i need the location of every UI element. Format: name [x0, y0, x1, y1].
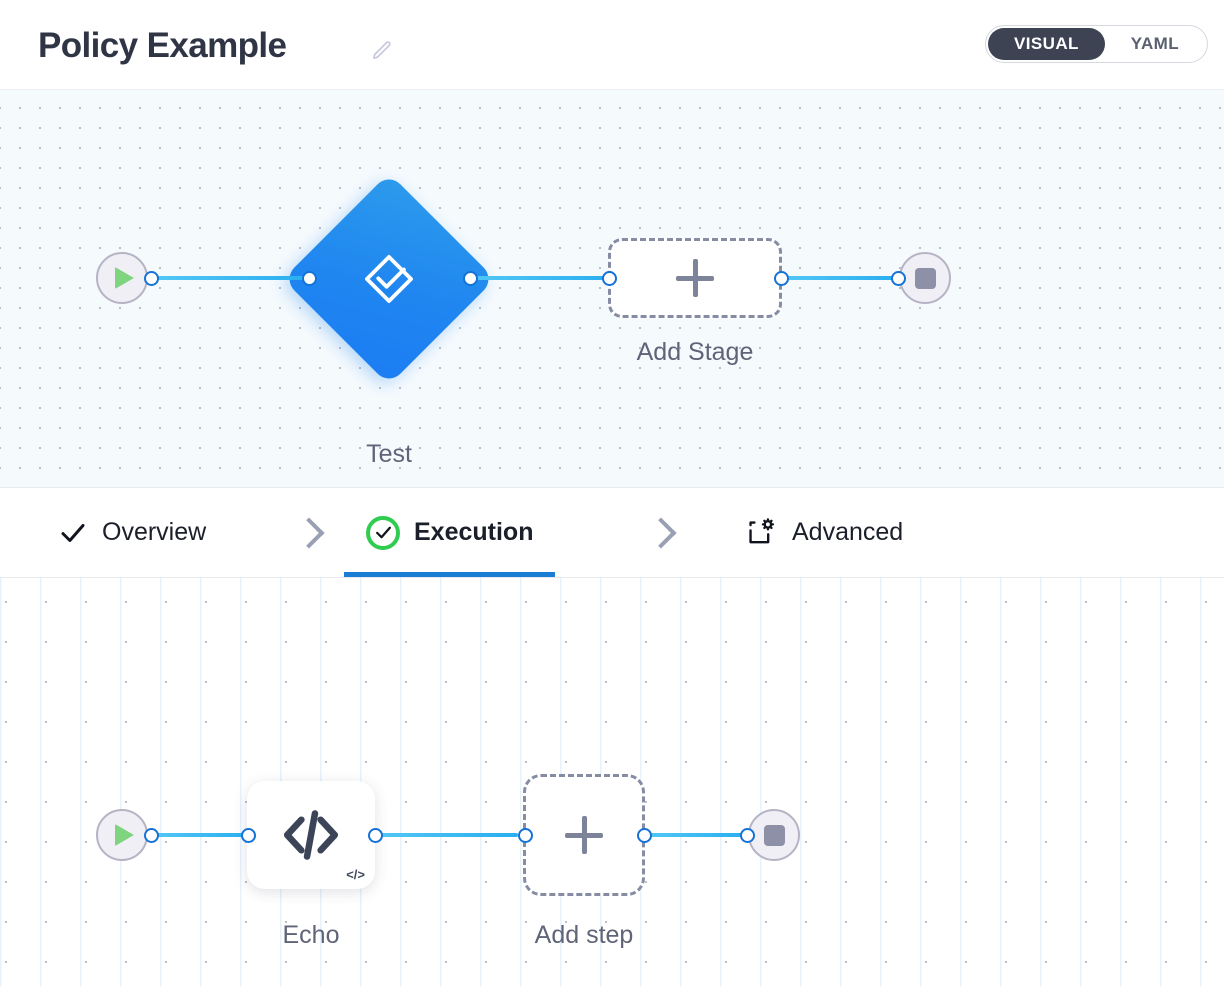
edge-addstage-to-end — [782, 276, 899, 280]
tab-advanced-label: Advanced — [792, 518, 904, 546]
pencil-icon[interactable] — [366, 36, 396, 66]
play-icon — [96, 809, 148, 861]
connector-handle[interactable] — [740, 828, 755, 843]
plus-icon — [565, 816, 603, 854]
edge-test-to-addstage — [471, 276, 613, 280]
step-start-node[interactable] — [96, 809, 148, 861]
connector-handle[interactable] — [518, 828, 533, 843]
edge-addstep-to-end — [645, 833, 748, 837]
tab-advanced[interactable]: Advanced — [722, 488, 925, 577]
page-header: Policy Example VISUAL YAML — [0, 0, 1224, 90]
tab-execution[interactable]: Execution — [344, 488, 556, 577]
stage-end-node[interactable] — [899, 252, 951, 304]
add-stage-label: Add Stage — [636, 338, 754, 366]
connector-handle[interactable] — [774, 271, 789, 286]
add-step-label: Add step — [534, 921, 634, 949]
step-canvas[interactable]: </> Echo Add step — [0, 578, 1224, 986]
stop-square — [763, 824, 785, 846]
connector-handle[interactable] — [302, 271, 317, 286]
stage-node-label: Test — [366, 440, 412, 468]
stop-icon — [748, 809, 800, 861]
edge-start-to-test — [152, 276, 312, 280]
step-node-label: Echo — [282, 921, 340, 949]
code-badge-icon: </> — [346, 867, 365, 882]
view-mode-toggle[interactable]: VISUAL YAML — [985, 25, 1208, 63]
stage-start-node[interactable] — [96, 252, 148, 304]
edge-start-to-echo — [152, 833, 250, 837]
square-gear-icon — [744, 516, 778, 550]
section-tab-bar: Overview Execution Advanced — [0, 488, 1224, 578]
step-node-echo[interactable]: </> — [247, 781, 375, 889]
check-icon — [58, 518, 88, 548]
plus-icon — [676, 259, 714, 297]
chevron-right-icon — [293, 517, 325, 549]
stage-canvas[interactable]: Test Add Stage — [0, 90, 1224, 488]
connector-handle[interactable] — [144, 271, 159, 286]
connector-handle[interactable] — [602, 271, 617, 286]
tab-overview-label: Overview — [102, 518, 207, 546]
add-step-button[interactable] — [523, 774, 645, 896]
stop-icon — [899, 252, 951, 304]
connector-handle[interactable] — [891, 271, 906, 286]
stop-square — [914, 267, 936, 289]
connector-handle[interactable] — [241, 828, 256, 843]
check-circle-icon — [366, 515, 400, 550]
connector-handle[interactable] — [144, 828, 159, 843]
tab-execution-label: Execution — [414, 518, 534, 546]
code-icon — [277, 801, 345, 869]
toggle-option-yaml[interactable]: YAML — [1130, 34, 1179, 53]
chevron-right-icon — [645, 517, 677, 549]
play-icon — [96, 252, 148, 304]
check-diamond-icon — [314, 204, 464, 354]
tab-overview[interactable]: Overview — [36, 488, 228, 577]
connector-handle[interactable] — [368, 828, 383, 843]
step-end-node[interactable] — [748, 809, 800, 861]
edge-echo-to-addstep — [376, 833, 518, 837]
play-triangle — [115, 824, 134, 846]
toggle-option-visual[interactable]: VISUAL — [988, 28, 1105, 60]
add-stage-button[interactable] — [608, 238, 782, 318]
connector-handle[interactable] — [463, 271, 478, 286]
stage-node-test[interactable] — [282, 172, 496, 386]
page-title: Policy Example — [38, 26, 287, 65]
connector-handle[interactable] — [637, 828, 652, 843]
active-tab-underline — [344, 572, 556, 577]
play-triangle — [115, 267, 134, 289]
